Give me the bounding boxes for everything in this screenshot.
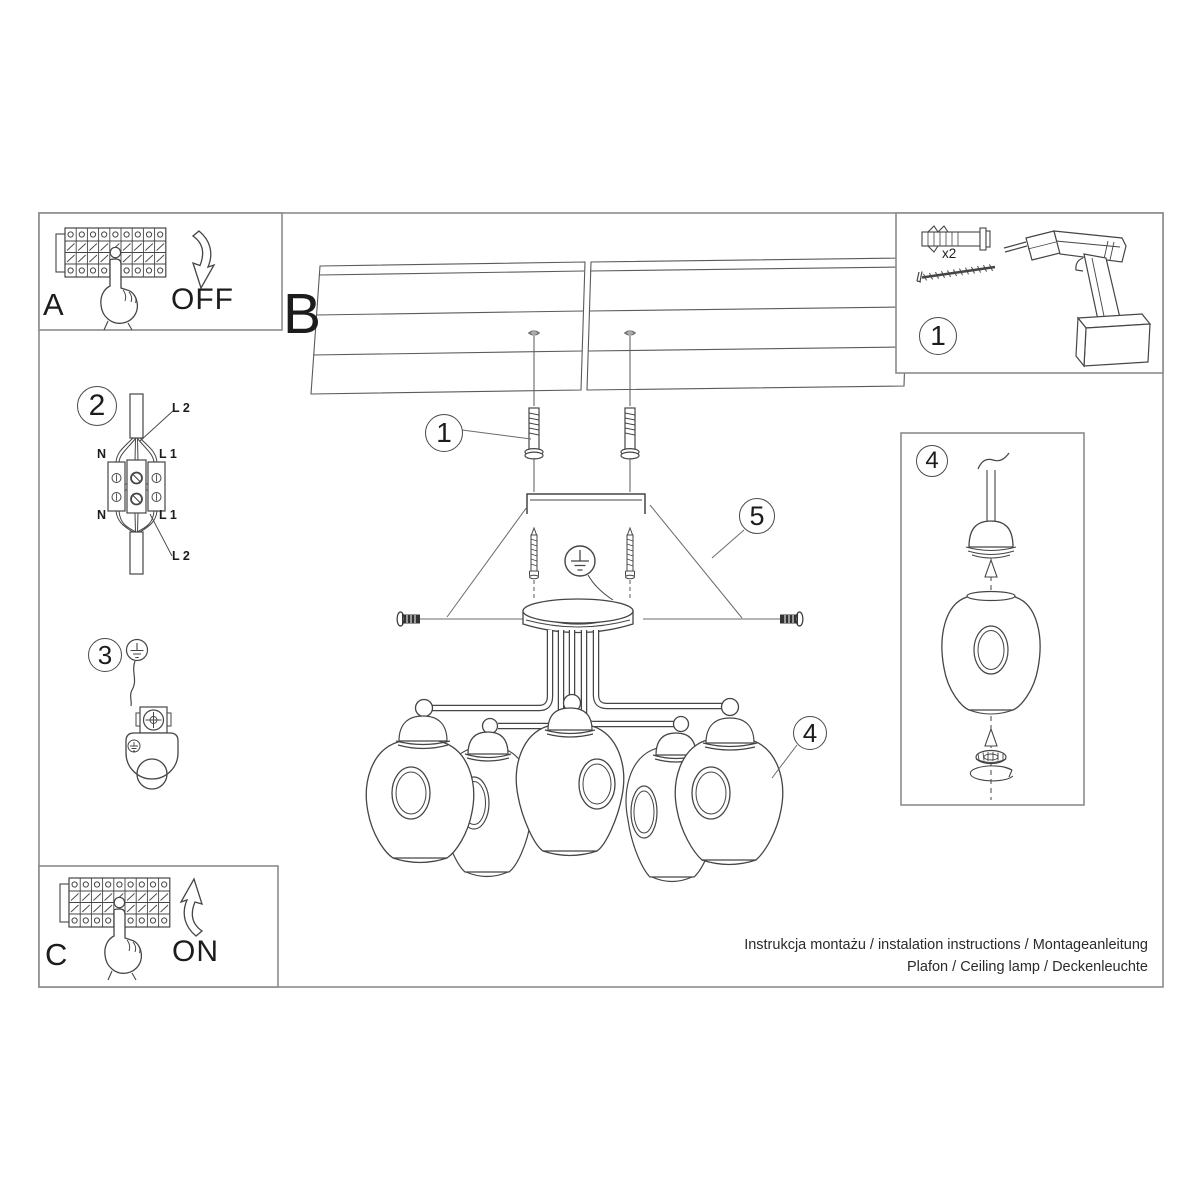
wire-label-l2-bottom: L 2 (172, 549, 190, 563)
on-label: ON (172, 935, 219, 968)
callout-5: 5 (739, 498, 775, 534)
ceiling-panels (310, 257, 909, 395)
footer-line-2: Plafon / Ceiling lamp / Deckenleuchte (907, 959, 1148, 975)
callout-1-parts: 1 (919, 317, 957, 355)
rotate-arrow-icon (969, 765, 1014, 782)
off-label: OFF (171, 283, 234, 316)
ring-nut-icon (975, 749, 1007, 765)
step-a-box (38, 212, 283, 331)
wall-anchor-right (620, 407, 640, 492)
assembly-guide-lines (420, 504, 780, 620)
callout-2: 2 (77, 386, 117, 426)
callout-leaders (461, 429, 798, 779)
screw-icon (916, 264, 996, 283)
ground-terminal (135, 706, 172, 734)
side-screw-left (396, 611, 420, 627)
fixing-screw-left (529, 526, 539, 600)
ground-symbol-icon (564, 545, 614, 601)
ground-symbol-icon (125, 638, 149, 662)
callout-4-shade: 4 (793, 716, 827, 750)
footer-text: Instrukcja montażu / instalation instruc… (744, 934, 1148, 978)
shade-cap-front-right (702, 717, 758, 751)
shade-cap-front-left (395, 715, 451, 750)
lamp-shade-front-right (674, 735, 784, 866)
wall-plug-icon (921, 225, 991, 253)
step-b-label: B (283, 282, 322, 346)
wall-anchor-left (524, 407, 544, 492)
shade-cap-front-center (544, 707, 596, 738)
arrow-up-icon (179, 877, 204, 937)
shade-assembly-box (900, 432, 1085, 806)
ground-wire-step (125, 638, 179, 790)
anchor-quantity-label: x2 (942, 246, 957, 261)
callout-3: 3 (88, 638, 122, 672)
shade-cap-rear-left (464, 731, 512, 762)
fixing-screw-right (625, 526, 635, 600)
arrow-down-icon (191, 230, 216, 290)
drill-point-marks (528, 330, 636, 406)
step-c-label: C (45, 937, 68, 972)
ground-plate (125, 732, 179, 790)
drill-icon (1003, 230, 1152, 368)
wire-label-n-top: N (97, 447, 107, 461)
wire-label-l1-top: L 1 (159, 447, 177, 461)
earth-wire (130, 660, 136, 707)
shade-assembly (941, 452, 1041, 800)
step-a-label: A (43, 287, 64, 322)
side-screw-right (780, 611, 804, 627)
lamp-shade-front-left (365, 737, 475, 864)
wire-label-l1-bottom: L 1 (159, 508, 177, 522)
canopy (522, 598, 634, 634)
terminal-wiring (107, 393, 175, 575)
footer-line-1: Instrukcja montażu / instalation instruc… (744, 937, 1148, 953)
callout-4-box: 4 (916, 445, 948, 477)
wire-label-l2-top: L 2 (172, 401, 190, 415)
lamp-shade-front-center (515, 721, 625, 857)
step-c-box (38, 865, 279, 988)
callout-1-anchor: 1 (425, 414, 463, 452)
main-frame (38, 212, 1164, 988)
wire-label-n-bottom: N (97, 508, 107, 522)
mounting-bracket (526, 493, 646, 514)
